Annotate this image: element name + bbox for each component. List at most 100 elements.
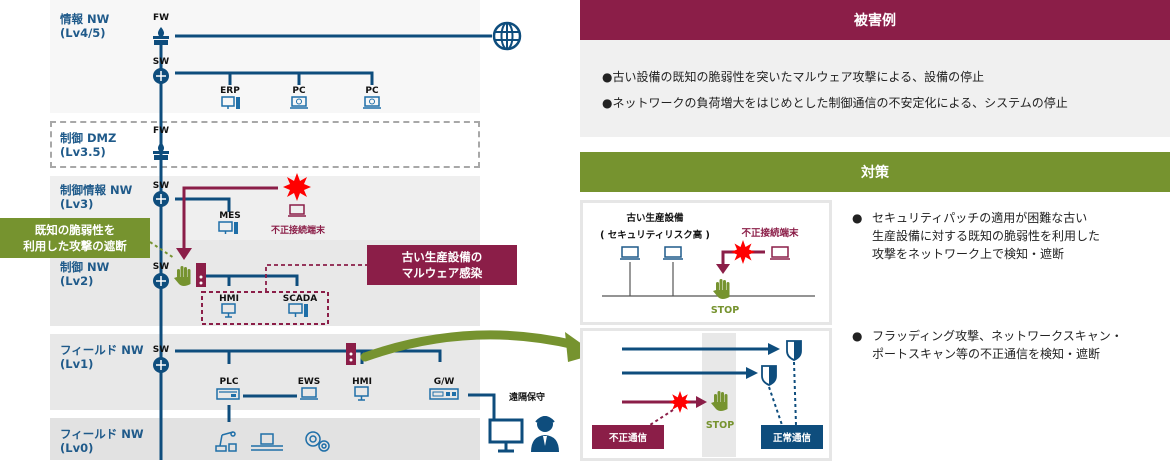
gears-icon (305, 431, 330, 452)
hmi-label: HMI (352, 377, 372, 387)
legacy-laptop-icon (663, 246, 683, 260)
level-name: 情報 NW (60, 12, 110, 26)
attack-burst-icon (669, 391, 691, 413)
level-name: フィールド NW (60, 343, 144, 357)
level-code: (Lv3) (60, 197, 94, 211)
desktop-icon (221, 303, 236, 318)
countermeasure-line: セキュリティパッチの適用が困難な古い (872, 211, 1088, 225)
level-label-lv2: 制御 NW (Lv2) (60, 260, 109, 288)
laptop-icon (300, 387, 318, 400)
bullet-icon: ● (852, 329, 863, 343)
sw-label: SW (152, 262, 170, 272)
monitor-icon (488, 418, 524, 453)
switch-icon (153, 357, 169, 373)
remote-maintenance-label: 遠隔保守 (508, 393, 545, 403)
sw-label: SW (152, 181, 170, 191)
sw-label: SW (152, 57, 170, 67)
attack-burst-icon (731, 240, 755, 264)
countermeasure-line: ポートスキャン等の不正通信を検知・遮断 (872, 347, 1101, 361)
damage-item: ●古い設備の既知の脆弱性を突いたマルウェア攻撃による、設備の停止 (602, 68, 984, 86)
damage-item-text: 古い設備の既知の脆弱性を突いたマルウェア攻撃による、設備の停止 (612, 70, 985, 84)
plc-label: PLC (219, 377, 239, 387)
damage-header: 被害例 (580, 0, 1170, 40)
countermeasure-item: ● フラッディング攻撃、ネットワークスキャン・ ポートスキャン等の不正通信を検知… (852, 327, 1123, 363)
firewall-icon (153, 27, 169, 45)
ips-appliance-icon (196, 263, 206, 287)
fw-label: FW (152, 13, 170, 23)
plc-icon (216, 388, 240, 400)
ips-appliance-icon (346, 343, 356, 365)
curved-arrow (360, 330, 580, 362)
rogue-laptop-icon (770, 246, 790, 260)
bad-traffic-tag: 不正通信 (592, 425, 664, 449)
laptop-icon (290, 96, 308, 109)
scada-label: SCADA (282, 294, 318, 304)
bullet-icon: ● (852, 211, 863, 225)
countermeasure-line: 生産設備に対する既知の脆弱性を利用した (872, 229, 1101, 243)
desktop-icon (288, 303, 308, 317)
mes-label: MES (219, 211, 241, 221)
block-callout: 既知の脆弱性を 利用した攻撃の遮断 (0, 218, 150, 258)
hmi-label: HMI (219, 294, 239, 304)
band-lv0 (50, 418, 480, 460)
level-code: (Lv4/5) (60, 26, 106, 40)
ews-label: EWS (297, 377, 321, 387)
legacy-title: 古い生産設備 (626, 213, 684, 224)
laptop-icon (363, 96, 381, 109)
band-lv45 (50, 0, 480, 113)
pc-label: PC (292, 86, 306, 96)
damage-body (580, 40, 1170, 137)
band-dmz (50, 121, 480, 168)
conveyor-icon (251, 433, 283, 451)
gw-label: G/W (433, 377, 455, 387)
level-label-lv3: 制御情報 NW (Lv3) (60, 183, 132, 211)
shield-icon (786, 340, 802, 361)
bullet-icon: ● (602, 70, 613, 84)
callout-line: 既知の脆弱性を (34, 223, 116, 237)
callout-line: 利用した攻撃の遮断 (23, 239, 127, 253)
level-label-lv1: フィールド NW (Lv1) (60, 343, 144, 371)
legacy-equipment-label: 古い生産設備 ( セキュリティリスク高 ) (600, 210, 710, 241)
attack-burst-icon (283, 173, 311, 201)
rogue-terminal-label: 不正接続端末 (741, 228, 799, 239)
level-label-dmz: 制御 DMZ (Lv3.5) (60, 131, 116, 159)
callout-line: マルウェア感染 (401, 266, 483, 280)
level-name: 制御情報 NW (60, 183, 133, 197)
switch-icon (153, 68, 169, 84)
legacy-laptop-icon (620, 246, 640, 260)
level-label-lv45: 情報 NW (Lv4/5) (60, 12, 109, 40)
countermeasure-line: フラッディング攻撃、ネットワークスキャン・ (872, 329, 1123, 343)
desktop-icon (354, 386, 369, 401)
switch-icon (153, 273, 169, 289)
stop-hand-icon (174, 266, 191, 286)
countermeasure-header: 対策 (580, 152, 1170, 192)
level-code: (Lv0) (60, 441, 94, 455)
countermeasure-title: 対策 (861, 165, 889, 181)
countermeasure-line: 攻撃をネットワーク上で検知・遮断 (872, 247, 1065, 261)
malware-infection-box (201, 291, 329, 325)
damage-item: ●ネットワークの負荷増大をはじめとした制御通信の不安定化による、システムの停止 (602, 94, 1068, 112)
shield-icon (761, 365, 777, 386)
attack-arrowhead (176, 248, 192, 260)
level-label-lv0: フィールド NW (Lv0) (60, 427, 144, 455)
robot-arm-icon (215, 431, 237, 452)
fw-label: FW (152, 126, 170, 136)
attack-path-line (182, 186, 278, 250)
countermeasure-item: ● セキュリティパッチの適用が困難な古い 生産設備に対する既知の脆弱性を利用した… (852, 209, 1100, 263)
firewall-icon (153, 142, 169, 160)
damage-item-text: ネットワークの負荷増大をはじめとした制御通信の不安定化による、システムの停止 (612, 96, 1068, 110)
level-name: 制御 DMZ (60, 131, 117, 145)
level-code: (Lv2) (60, 274, 94, 288)
desktop-icon (221, 96, 240, 109)
rogue-laptop-icon (288, 204, 306, 217)
globe-icon (492, 21, 522, 51)
switch-icon (153, 191, 169, 207)
level-name: 制御 NW (60, 260, 110, 274)
bullet-icon: ● (602, 96, 613, 110)
legacy-sub: ( セキュリティリスク高 ) (600, 230, 710, 241)
level-code: (Lv3.5) (60, 145, 106, 159)
level-code: (Lv1) (60, 357, 94, 371)
malware-callout: 古い生産設備の マルウェア感染 (367, 245, 517, 285)
